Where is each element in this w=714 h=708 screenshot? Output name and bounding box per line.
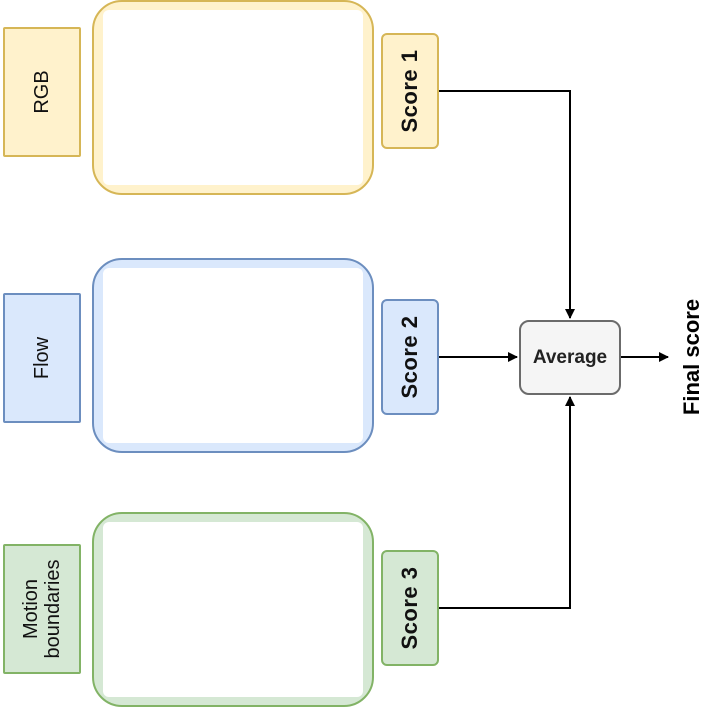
- final-score-label: Final score: [679, 298, 704, 416]
- network-thumbnail-motion-boundaries: [103, 522, 363, 697]
- score-box-2: Score 2: [381, 299, 439, 415]
- stream-label-flow: Flow: [3, 293, 81, 423]
- network-panel-flow: [92, 258, 374, 453]
- average-node: Average: [519, 320, 621, 395]
- arrow-score3-to-average: [439, 396, 575, 609]
- stream-label-rgb: RGB: [3, 27, 81, 157]
- stream-label-motion-boundaries: Motion boundaries: [3, 544, 81, 674]
- network-thumbnail-rgb: [103, 10, 363, 185]
- network-panel-motion-boundaries: [92, 512, 374, 707]
- score-box-3: Score 3: [381, 550, 439, 666]
- network-thumbnail-flow: [103, 268, 363, 443]
- score-box-1: Score 1: [381, 33, 439, 149]
- average-label: Average: [532, 346, 608, 368]
- arrow-score1-to-average: [439, 90, 575, 319]
- network-panel-rgb: [92, 0, 374, 195]
